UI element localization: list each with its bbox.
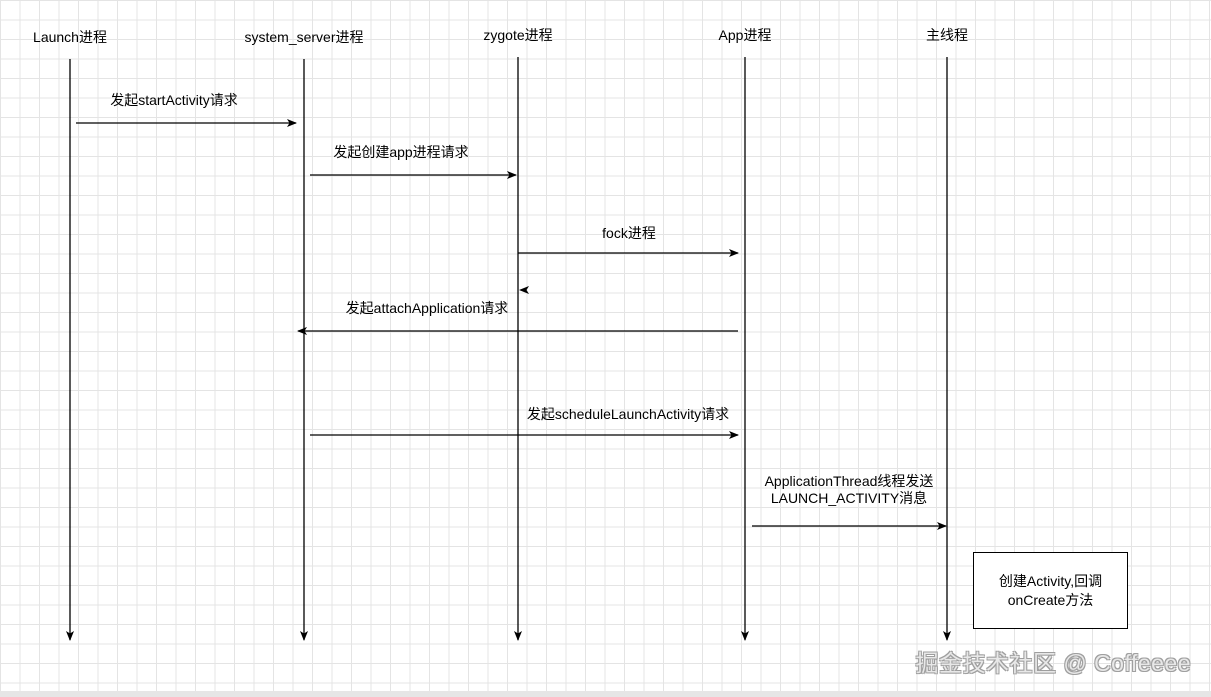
msg-label-fock-process: fock进程 [602,225,656,241]
lane-title-app: App进程 [718,27,772,43]
msg-label-start-activity: 发起startActivity请求 [110,92,238,108]
lane-title-launch: Launch进程 [33,29,107,45]
watermark: 掘金技术社区 @ Coffeeee [915,650,1191,676]
msg-label-create-app-process: 发起创建app进程请求 [333,144,469,160]
bottom-scroll-bar [0,691,1211,697]
note-create-activity: 创建Activity,回调 onCreate方法 [973,552,1128,629]
lane-title-system-server: system_server进程 [244,29,364,45]
arrow-fock-return [519,286,529,294]
lane-title-zygote: zygote进程 [483,27,553,43]
msg-label-launch-activity-line1: ApplicationThread线程发送 [764,473,934,489]
msg-label-launch-activity-line2: LAUNCH_ACTIVITY消息 [770,490,928,506]
msg-label-schedule-launch-activity: 发起scheduleLaunchActivity请求 [526,406,730,422]
msg-label-attach-application: 发起attachApplication请求 [345,300,509,316]
note-line-1: 创建Activity,回调 [998,572,1103,589]
lane-title-main-thread: 主线程 [926,27,968,43]
note-line-2: onCreate方法 [1007,591,1094,608]
